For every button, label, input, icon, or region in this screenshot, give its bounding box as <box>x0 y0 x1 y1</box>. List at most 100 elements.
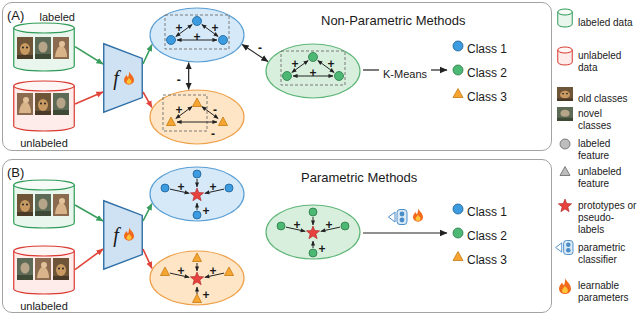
cylinder-cap <box>14 246 75 256</box>
feature-cluster-ellipse-outline <box>265 204 361 260</box>
feature-cluster <box>341 222 349 230</box>
feature-cluster-ellipse: +++ <box>265 43 361 99</box>
feature-cluster <box>163 95 228 131</box>
encoder-symbol: f <box>113 224 119 247</box>
text-slot: f <box>113 67 119 90</box>
text-slot: + <box>325 215 332 233</box>
image-thumbnails <box>17 93 33 115</box>
text-slot: + <box>202 285 209 303</box>
classifier-arrow <box>363 232 447 233</box>
learnable-flame <box>124 71 134 84</box>
legend-samples <box>559 278 571 294</box>
relation-sign: - <box>257 42 263 54</box>
feature-cluster <box>177 122 217 123</box>
connector-arrow <box>242 45 268 62</box>
relation-sign: - <box>211 128 215 140</box>
connector-arrow <box>143 249 152 268</box>
connector-arrow <box>143 204 152 221</box>
feature-cluster <box>161 253 234 303</box>
text-slot: - <box>213 100 217 118</box>
feature-cluster <box>193 294 202 303</box>
feature-cluster <box>193 170 201 178</box>
feature-cluster <box>318 61 334 73</box>
text-slot: Class 3 <box>467 250 507 268</box>
feature-cluster <box>205 273 224 277</box>
feature-cluster <box>225 267 234 276</box>
feature-cluster <box>197 263 198 271</box>
text-slot: + <box>293 215 300 233</box>
data-cylinder: unlabeled <box>13 81 75 147</box>
feature-cluster <box>170 273 189 277</box>
feature-cluster <box>277 222 285 230</box>
text-slot: unlabeled <box>20 296 68 314</box>
feature-cluster <box>202 25 218 37</box>
feature-cluster-ellipse-outline <box>149 89 245 145</box>
feature-cluster <box>193 98 202 107</box>
connector-arrow <box>75 92 103 104</box>
relation-sign: - <box>176 74 182 86</box>
feature-cluster <box>177 40 217 41</box>
class-label: Class 2 <box>467 67 507 81</box>
text-slot: Parametric Methods <box>301 168 417 186</box>
legend-samples <box>556 240 573 254</box>
class-symbols <box>453 41 463 51</box>
text-slot: + <box>209 261 216 279</box>
feature-cluster-ellipse: +++ <box>149 250 245 306</box>
feature-cluster <box>309 53 318 62</box>
class-symbols <box>453 41 463 98</box>
labeled-data-cylinder <box>14 180 75 228</box>
labeled-data-cylinder <box>14 185 75 228</box>
feature-cluster <box>176 25 192 37</box>
text-slot: - <box>211 124 215 142</box>
feature-cluster <box>313 241 314 248</box>
classifier-icon <box>389 210 408 225</box>
feature-cluster <box>292 61 308 73</box>
feature-cluster <box>286 227 305 231</box>
text-slot: Class 2 <box>467 63 507 81</box>
cylinder-cap <box>14 23 75 33</box>
method-label: K-Means <box>383 68 427 81</box>
text-slot: + <box>177 261 184 279</box>
legend-entry: old classes <box>578 88 638 106</box>
feature-cluster <box>190 188 203 201</box>
relation-sign: + <box>175 22 182 34</box>
relation-sign: - <box>213 104 217 116</box>
feature-cluster <box>219 36 228 45</box>
text-slot: (A) <box>7 6 24 24</box>
class-label: Class 3 <box>467 91 507 105</box>
text-slot: + <box>175 18 182 36</box>
text-slot: + <box>211 18 218 36</box>
feature-cluster <box>165 15 229 49</box>
feature-cluster <box>161 267 170 276</box>
image-thumbnails <box>17 37 33 59</box>
text-slot: + <box>309 63 316 81</box>
text-slot: + <box>202 201 209 219</box>
legend-entry: labeled data <box>578 12 638 30</box>
connector-arrow <box>188 63 189 90</box>
relation-sign: + <box>209 265 216 277</box>
legend-label: novel classes <box>578 108 638 132</box>
feature-cluster <box>283 72 292 81</box>
feature-cluster <box>197 287 198 294</box>
legend-entry: unlabeled data <box>578 50 638 75</box>
feature-cluster-ellipse: +-- <box>149 89 245 145</box>
labeled-data-cylinder <box>35 194 51 216</box>
text-slot: Non-Parametric Methods <box>321 11 466 29</box>
labeled-data-cylinder <box>17 194 33 216</box>
feature-cluster <box>225 184 233 192</box>
feature-cluster <box>309 208 317 216</box>
relation-sign: + <box>291 58 298 70</box>
class-label: Class 1 <box>467 206 507 220</box>
feature-cluster <box>335 72 344 81</box>
data-flow-arrow <box>75 205 103 221</box>
feature-cluster <box>309 249 317 257</box>
feature-cluster <box>202 107 218 119</box>
cluster-ellipse <box>150 251 244 305</box>
image-thumbnails <box>53 93 69 115</box>
encoder-trapezoid: f <box>103 43 143 113</box>
feature-cluster <box>193 17 202 26</box>
image-thumbnails <box>17 258 33 280</box>
